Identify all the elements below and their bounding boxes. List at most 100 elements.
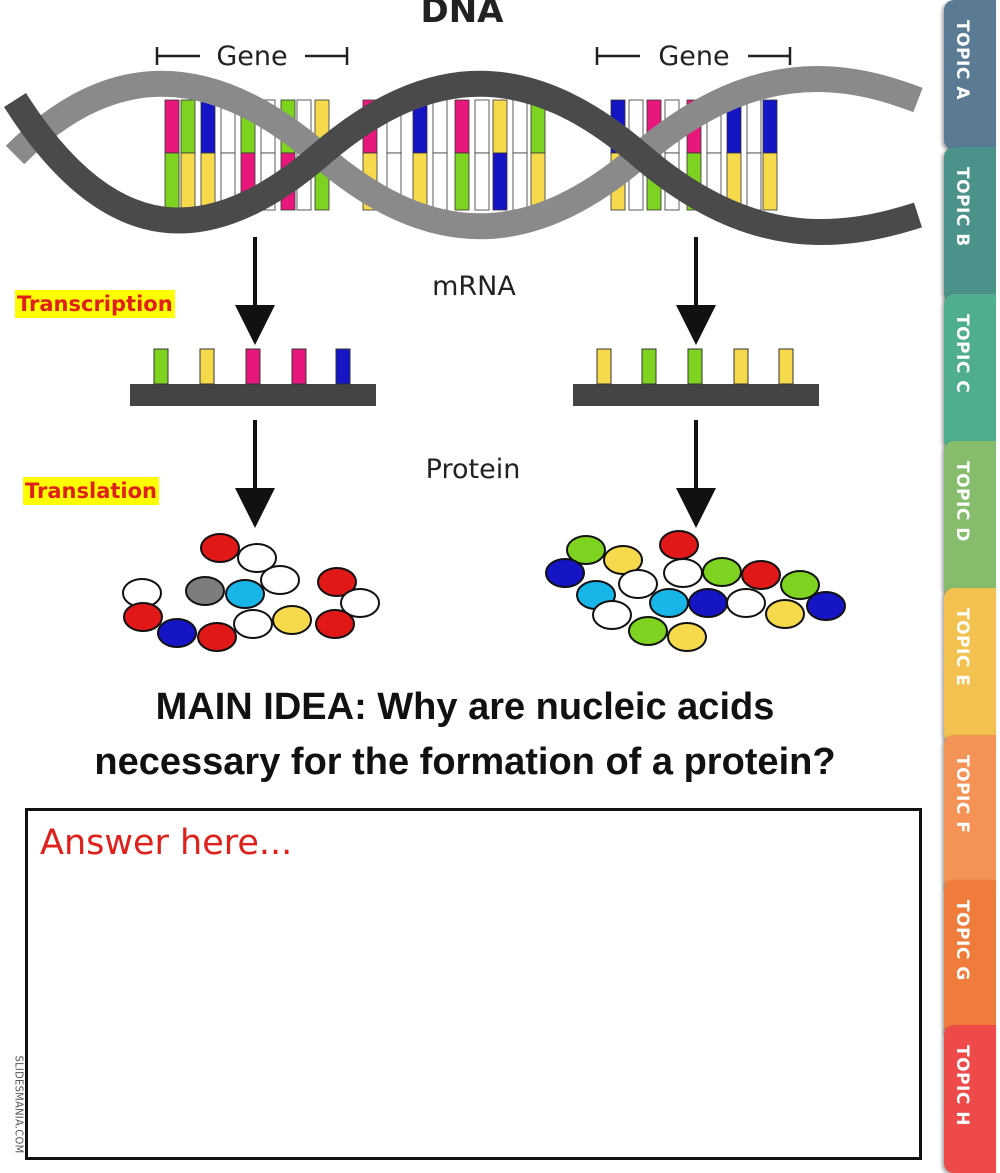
base-pair-bottom [164, 152, 180, 211]
base-pair-top [164, 99, 180, 154]
mrna-nucleotide [199, 348, 215, 385]
base-pair-top [762, 99, 778, 154]
amino-acid [592, 600, 632, 630]
amino-acid [618, 569, 658, 599]
tab-topic-g-label: TOPIC G [952, 900, 972, 981]
mrna-label: mRNA [432, 271, 516, 302]
amino-acid [628, 616, 668, 646]
gene-bracket-right: Gene [595, 41, 792, 72]
tab-topic-f-label: TOPIC F [952, 755, 972, 834]
tab-topic-h[interactable]: TOPIC H [944, 1025, 996, 1173]
amino-acid [197, 622, 237, 652]
protein-cluster-right [545, 530, 846, 652]
base-pair-top [432, 99, 448, 154]
amino-acid [545, 558, 585, 588]
amino-acid [200, 533, 240, 563]
tab-topic-c-label: TOPIC C [952, 314, 972, 394]
dna-title: DNA [421, 0, 505, 31]
amino-acid [741, 560, 781, 590]
amino-acid [123, 602, 163, 632]
tab-topic-e[interactable]: TOPIC E [944, 588, 996, 744]
mrna-strand-right [573, 348, 819, 406]
protein-synthesis-diagram: DNA Gene Gene mRNA Protein [4, 0, 923, 652]
mrna-nucleotide [335, 348, 351, 385]
base-pair-bottom [474, 152, 490, 211]
answer-box[interactable] [25, 808, 922, 1160]
gene-label-left: Gene [216, 41, 287, 72]
credit-text: SLIDESMANIA.COM [12, 1055, 26, 1154]
base-pair-top [512, 99, 528, 154]
amino-acid [340, 588, 380, 618]
main-idea-question: MAIN IDEA: Why are nucleic acids necessa… [40, 680, 890, 790]
base-pair-top [180, 99, 196, 154]
amino-acid [659, 530, 699, 560]
mrna-nucleotide [153, 348, 169, 385]
mrna-nucleotide [733, 348, 749, 385]
base-pair-bottom [746, 152, 762, 211]
main-idea-line-2: necessary for the formation of a protein… [94, 741, 836, 783]
protein-label: Protein [426, 454, 521, 485]
amino-acid [233, 609, 273, 639]
mrna-nucleotide [596, 348, 612, 385]
mrna-nucleotide [245, 348, 261, 385]
amino-acid [603, 545, 643, 575]
amino-acid [237, 543, 277, 573]
amino-acid [260, 565, 300, 595]
gene-label-right: Gene [658, 41, 729, 72]
base-pair-top [492, 99, 508, 154]
amino-acid [315, 609, 355, 639]
mrna-strand-left [130, 348, 376, 406]
base-pair-bottom [512, 152, 528, 211]
mrna-nucleotide [291, 348, 307, 385]
tab-topic-h-label: TOPIC H [952, 1045, 972, 1126]
base-pair-bottom [180, 152, 196, 211]
mrna-nucleotide [687, 348, 703, 385]
amino-acid [806, 591, 846, 621]
amino-acid [649, 588, 689, 618]
amino-acid [765, 599, 805, 629]
amino-acid [566, 535, 606, 565]
base-pair-bottom [432, 152, 448, 211]
amino-acid [225, 579, 265, 609]
transcription-label: Transcription [15, 290, 175, 318]
base-pair-top [474, 99, 490, 154]
amino-acid [663, 558, 703, 588]
base-pair-bottom [762, 152, 778, 211]
tab-topic-e-label: TOPIC E [952, 608, 972, 687]
amino-acid [780, 570, 820, 600]
helix-back-strand [5, 66, 923, 240]
tab-topic-c[interactable]: TOPIC C [944, 294, 996, 450]
mrna-nucleotide [641, 348, 657, 385]
amino-acid [272, 605, 312, 635]
dna-helix [4, 66, 923, 246]
amino-acid [667, 622, 707, 652]
amino-acid [726, 588, 766, 618]
helix-front-strand [4, 70, 922, 246]
translation-label: Translation [23, 477, 159, 505]
amino-acid [185, 576, 225, 606]
base-pair-top [746, 99, 762, 154]
main-idea-line-1: MAIN IDEA: Why are nucleic acids [155, 686, 775, 728]
base-pair-top [454, 99, 470, 154]
tab-topic-d[interactable]: TOPIC D [944, 441, 996, 597]
topic-tabs: TOPIC A TOPIC B TOPIC C TOPIC D TOPIC E … [944, 0, 1000, 1173]
protein-cluster-left [122, 533, 380, 652]
base-pair-bottom [200, 152, 216, 211]
amino-acid [688, 588, 728, 618]
mrna-nucleotide [778, 348, 794, 385]
gene-bracket-left: Gene [155, 41, 349, 72]
tab-topic-f[interactable]: TOPIC F [944, 735, 996, 891]
amino-acid [702, 557, 742, 587]
tab-topic-a-label: TOPIC A [952, 20, 972, 100]
tab-topic-g[interactable]: TOPIC G [944, 880, 996, 1036]
tab-topic-b[interactable]: TOPIC B [944, 147, 996, 303]
tab-topic-b-label: TOPIC B [952, 167, 972, 247]
amino-acid [157, 618, 197, 648]
tab-topic-d-label: TOPIC D [952, 461, 972, 542]
slidesmania-credit: SLIDESMANIA.COM [8, 1056, 32, 1170]
base-pair-top [200, 99, 216, 154]
tab-topic-a[interactable]: TOPIC A [944, 0, 996, 150]
base-pair-bottom [454, 152, 470, 211]
amino-acid [317, 567, 357, 597]
answer-input[interactable] [28, 811, 919, 1157]
